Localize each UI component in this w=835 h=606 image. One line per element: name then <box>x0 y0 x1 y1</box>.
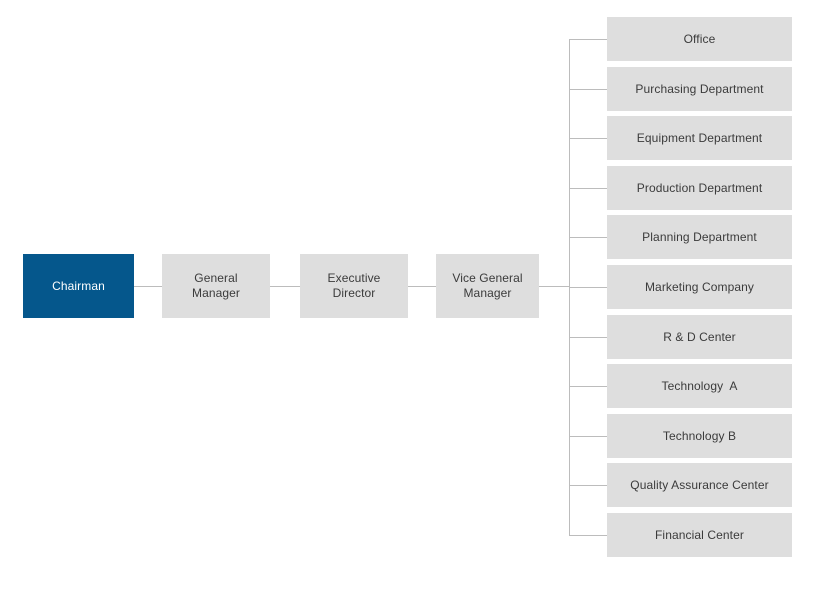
org-node-chairman[interactable]: Chairman <box>23 254 134 318</box>
connector-branch-marketing-company <box>569 287 607 288</box>
org-node-financial-center[interactable]: Financial Center <box>607 513 792 557</box>
org-node-equipment-department[interactable]: Equipment Department <box>607 116 792 160</box>
org-node-planning-department[interactable]: Planning Department <box>607 215 792 259</box>
connector-general-manager-to-executive-director <box>270 286 300 287</box>
org-node-general-manager[interactable]: General Manager <box>162 254 270 318</box>
org-node-technology-a[interactable]: Technology A <box>607 364 792 408</box>
org-node-office[interactable]: Office <box>607 17 792 61</box>
org-node-marketing-company[interactable]: Marketing Company <box>607 265 792 309</box>
connector-branch-quality-assurance-center <box>569 485 607 486</box>
org-node-production-department[interactable]: Production Department <box>607 166 792 210</box>
connector-branch-office <box>569 39 607 40</box>
connector-branch-purchasing-department <box>569 89 607 90</box>
connector-branch-technology-b <box>569 436 607 437</box>
connector-executive-director-to-vice-general-manager <box>408 286 436 287</box>
connector-branch-production-department <box>569 188 607 189</box>
connector-chairman-to-general-manager <box>134 286 162 287</box>
connector-branch-planning-department <box>569 237 607 238</box>
connector-branch-technology-a <box>569 386 607 387</box>
org-node-executive-director[interactable]: Executive Director <box>300 254 408 318</box>
connector-vice-general-manager-to-trunk <box>539 286 570 287</box>
org-node-technology-b[interactable]: Technology B <box>607 414 792 458</box>
connector-branch-rd-center <box>569 337 607 338</box>
org-node-purchasing-department[interactable]: Purchasing Department <box>607 67 792 111</box>
org-node-vice-general-manager[interactable]: Vice General Manager <box>436 254 539 318</box>
connector-branch-equipment-department <box>569 138 607 139</box>
org-node-rd-center[interactable]: R & D Center <box>607 315 792 359</box>
connector-branch-financial-center <box>569 535 607 536</box>
org-node-quality-assurance-center[interactable]: Quality Assurance Center <box>607 463 792 507</box>
